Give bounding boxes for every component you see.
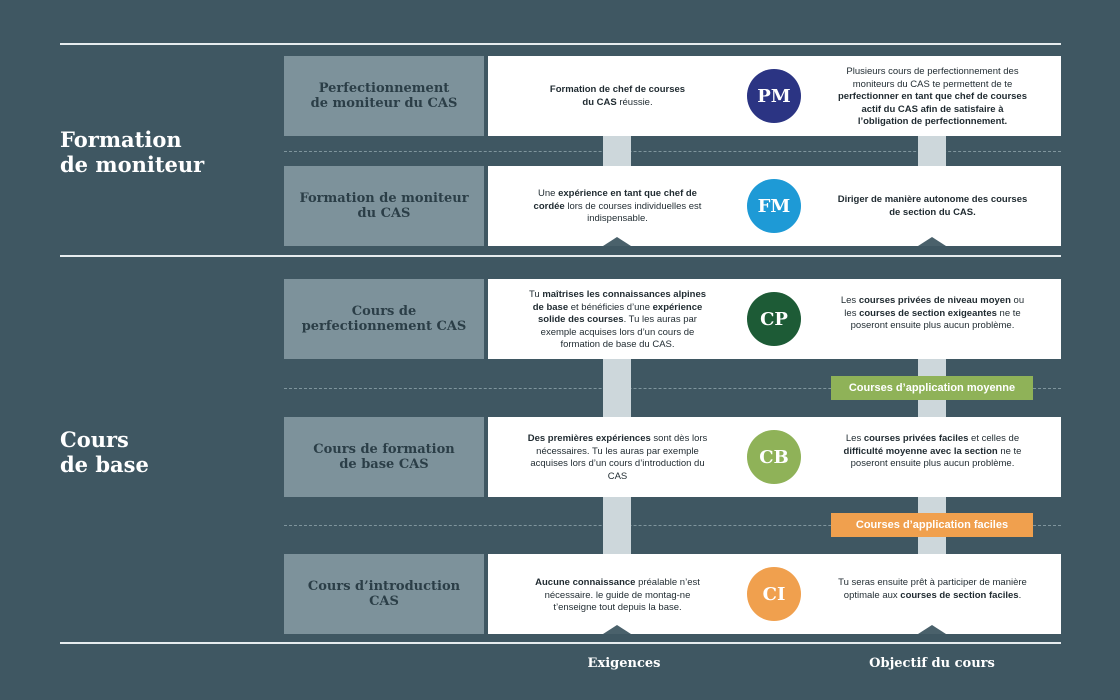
course-label-line: de moniteur du CAS <box>310 96 458 111</box>
course-label-line: perfectionnement CAS <box>301 319 467 334</box>
objective-text: Les courses privées de niveau moyen ou l… <box>840 295 1025 331</box>
connector-objective <box>918 136 946 166</box>
connector-requirements <box>603 497 631 554</box>
course-badge-cb: CB <box>747 430 801 484</box>
section-title-line: Formation <box>60 127 182 152</box>
course-label-pm: Perfectionnement de moniteur du CAS <box>284 56 484 136</box>
bottom-rule <box>60 642 1061 644</box>
connector-requirements <box>603 359 631 417</box>
course-label-line: Cours de formation <box>313 442 455 457</box>
arrow-up-icon <box>603 625 631 634</box>
requirement-text: Des premières expériences sont dès lors … <box>527 433 708 482</box>
course-label-line: du CAS <box>357 206 411 221</box>
connector-requirements <box>603 136 631 166</box>
requirement-text: Une expérience en tant que chef de cordé… <box>533 188 702 224</box>
course-badge-cp: CP <box>747 292 801 346</box>
course-label-line: Cours d’introduction <box>307 579 461 594</box>
requirement-text: Tu maîtrises les connaissances alpines d… <box>528 289 707 350</box>
course-label-cp: Cours de perfectionnement CAS <box>284 279 484 359</box>
course-label-ci: Cours d’introduction CAS <box>284 554 484 634</box>
course-badge-fm: FM <box>747 179 801 233</box>
section-title-line: Cours <box>60 427 129 452</box>
requirement-text: Aucune connaissance préalable n’est néce… <box>535 577 700 613</box>
course-label-line: CAS <box>369 594 399 609</box>
course-label-line: Cours de <box>351 304 417 319</box>
arrow-up-icon <box>918 625 946 634</box>
column-label-requirements: Exigences <box>587 656 661 671</box>
middle-rule <box>60 255 1061 257</box>
dashed-separator <box>284 388 1061 389</box>
arrow-up-icon <box>918 237 946 246</box>
course-badge-pm: PM <box>747 69 801 123</box>
arrow-up-icon <box>603 237 631 246</box>
column-label-objective: Objectif du cours <box>869 656 995 671</box>
tag-courses-moyenne: Courses d’application moyenne <box>831 376 1033 400</box>
top-rule <box>60 43 1061 45</box>
course-label-line: de base CAS <box>339 457 429 472</box>
tag-courses-faciles: Courses d’application faciles <box>831 513 1033 537</box>
course-label-line: Perfectionnement <box>318 81 450 96</box>
objective-text: Diriger de manière autonome des courses … <box>837 194 1028 218</box>
dashed-separator <box>284 525 1061 526</box>
section-title-base: Cours de base <box>60 427 149 477</box>
section-title-line: de base <box>60 452 149 477</box>
course-label-line: Formation de moniteur <box>299 191 469 206</box>
objective-text: Tu seras ensuite prêt à participer de ma… <box>838 577 1027 601</box>
objective-text: Les courses privées faciles et celles de… <box>843 433 1022 469</box>
course-label-fm: Formation de moniteur du CAS <box>284 166 484 246</box>
dashed-separator <box>284 151 1061 152</box>
course-label-cb: Cours de formation de base CAS <box>284 417 484 497</box>
section-title-moniteur: Formation de moniteur <box>60 127 204 177</box>
objective-text: Plusieurs cours de perfectionnement des … <box>838 66 1027 127</box>
course-badge-ci: CI <box>747 567 801 621</box>
section-title-line: de moniteur <box>60 152 205 177</box>
